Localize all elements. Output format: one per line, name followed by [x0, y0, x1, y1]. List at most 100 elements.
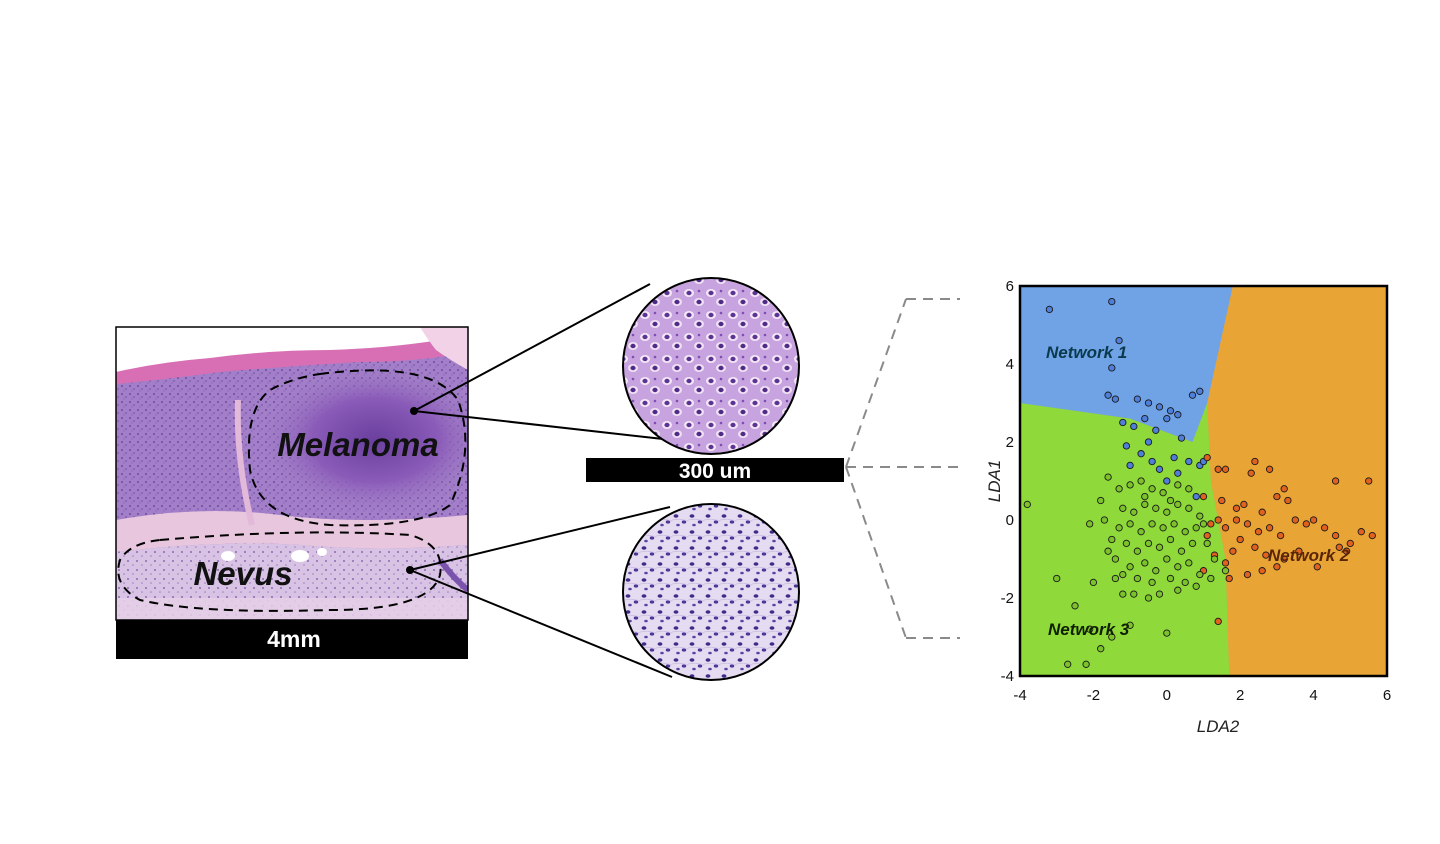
x-tick-label: 6	[1383, 687, 1391, 704]
melanoma-outline	[247, 369, 467, 527]
scatter-point-network-3	[1130, 508, 1138, 516]
scatter-point-network-2	[1218, 496, 1226, 505]
scatter-point-network-3	[1023, 500, 1031, 509]
scatter-point-network-1	[1144, 438, 1153, 446]
scatter-point-network-2	[1342, 547, 1351, 555]
scatter-point-network-1	[1111, 395, 1120, 403]
scatter-point-network-3	[1126, 563, 1134, 571]
scatter-point-network-3	[1174, 563, 1182, 571]
scatter-point-network-1	[1119, 418, 1127, 427]
scatter-point-network-3	[1119, 590, 1127, 598]
scatter-point-network-2	[1207, 520, 1215, 528]
y-axis-label: LDA1	[985, 460, 1004, 503]
scatter-point-network-3	[1148, 578, 1156, 587]
scatter-point-network-3	[1115, 524, 1123, 532]
scatter-point-network-3	[1185, 559, 1193, 567]
scatter-point-network-3	[1174, 481, 1182, 489]
scatter-point-network-3	[1188, 539, 1197, 548]
scatter-point-network-3	[1152, 504, 1160, 512]
scatter-point-network-3	[1163, 555, 1171, 563]
scatter-point-network-3	[1177, 547, 1186, 555]
scatter-point-network-1	[1177, 434, 1186, 442]
scatter-point-network-3	[1192, 582, 1200, 590]
scatter-point-network-1	[1126, 461, 1134, 470]
scatter-point-network-3	[1166, 535, 1175, 544]
scatter-point-network-3	[1174, 500, 1182, 509]
scatter-point-network-2	[1320, 524, 1329, 532]
nevus-label: Nevus	[193, 555, 292, 592]
scatter-point-network-2	[1280, 485, 1288, 493]
scatter-point-network-1	[1141, 414, 1149, 423]
scatter-point-network-3	[1100, 516, 1109, 524]
scatter-point-network-2	[1258, 567, 1266, 575]
scatter-point-network-3	[1119, 504, 1127, 512]
histology-panel: Melanoma Nevus 4mm	[115, 326, 469, 659]
scatter-point-network-3	[1210, 555, 1219, 563]
scatter-point-network-3	[1148, 485, 1156, 493]
scatter-point-network-2	[1280, 555, 1288, 563]
scatter-point-network-3	[1155, 543, 1164, 551]
scatter-point-network-2	[1335, 543, 1343, 551]
scatter-point-network-3	[1174, 586, 1182, 594]
scatter-point-network-2	[1265, 524, 1274, 532]
scatter-point-network-3	[1196, 570, 1204, 579]
scatter-point-network-2	[1221, 559, 1230, 567]
scatter-point-network-3	[1126, 520, 1134, 528]
scatter-point-network-2	[1262, 551, 1270, 559]
scatter-point-network-3	[1141, 559, 1149, 567]
scatter-point-network-3	[1207, 574, 1215, 583]
network-2-label: Network 2	[1268, 546, 1350, 565]
scatter-point-network-1	[1133, 395, 1142, 403]
scatter-point-network-2	[1243, 520, 1252, 528]
scatter-point-network-2	[1251, 457, 1259, 466]
scatter-point-network-3	[1185, 504, 1193, 512]
scatter-point-network-2	[1225, 574, 1233, 583]
scatter-point-network-3	[1119, 570, 1127, 579]
scatter-point-network-1	[1188, 391, 1197, 399]
x-tick-label: 2	[1236, 687, 1244, 704]
scatter-point-network-3	[1141, 500, 1149, 509]
scatter-point-network-1	[1185, 457, 1193, 466]
scatter-point-network-3	[1126, 481, 1134, 489]
x-tick-label: 0	[1163, 687, 1171, 704]
scatter-point-network-2	[1221, 465, 1230, 473]
scatter-point-network-1	[1152, 426, 1160, 434]
scatter-point-network-2	[1291, 516, 1299, 524]
scatter-point-network-2	[1295, 547, 1303, 555]
x-tick-label: -4	[1013, 687, 1026, 704]
scatter-point-network-2	[1309, 516, 1318, 524]
region-network-2	[1207, 286, 1387, 676]
scatter-point-network-3	[1159, 489, 1167, 497]
nevus-sample-point	[406, 566, 414, 574]
scatter-point-network-1	[1196, 387, 1204, 395]
scatter-point-network-3	[1097, 645, 1105, 653]
scatter-point-network-2	[1368, 531, 1376, 540]
scatter-point-network-2	[1243, 570, 1252, 579]
scatter-point-network-3	[1185, 485, 1193, 493]
scatter-point-network-3	[1071, 602, 1079, 610]
scatter-point-network-3	[1122, 539, 1131, 548]
scatter-point-network-3	[1086, 520, 1094, 528]
scatter-point-network-2	[1265, 465, 1274, 473]
scatter-point-network-3	[1144, 594, 1153, 602]
scatter-point-network-2	[1251, 543, 1259, 551]
scatter-point-network-2	[1214, 617, 1222, 626]
x-tick-label: -2	[1087, 687, 1100, 704]
y-tick-label: -2	[1001, 590, 1014, 607]
y-tick-label: 4	[1006, 356, 1014, 373]
scatter-point-network-3	[1115, 485, 1123, 493]
scatter-point-network-2	[1199, 492, 1208, 501]
scatter-point-network-2	[1214, 465, 1222, 473]
scatter-point-network-3	[1148, 520, 1156, 528]
nevus-zoom-inset	[622, 503, 800, 681]
scatter-point-network-2	[1276, 531, 1285, 540]
scatter-point-network-1	[1130, 422, 1138, 431]
scatter-point-network-3	[1133, 574, 1142, 583]
scatter-point-network-3	[1130, 590, 1138, 598]
scatter-point-network-1	[1155, 465, 1164, 473]
scatter-point-network-2	[1273, 563, 1281, 571]
scatter-point-network-3	[1064, 660, 1072, 668]
scatter-point-network-3	[1170, 520, 1178, 528]
scatter-point-network-1	[1045, 305, 1054, 314]
scatter-point-network-2	[1203, 453, 1211, 462]
